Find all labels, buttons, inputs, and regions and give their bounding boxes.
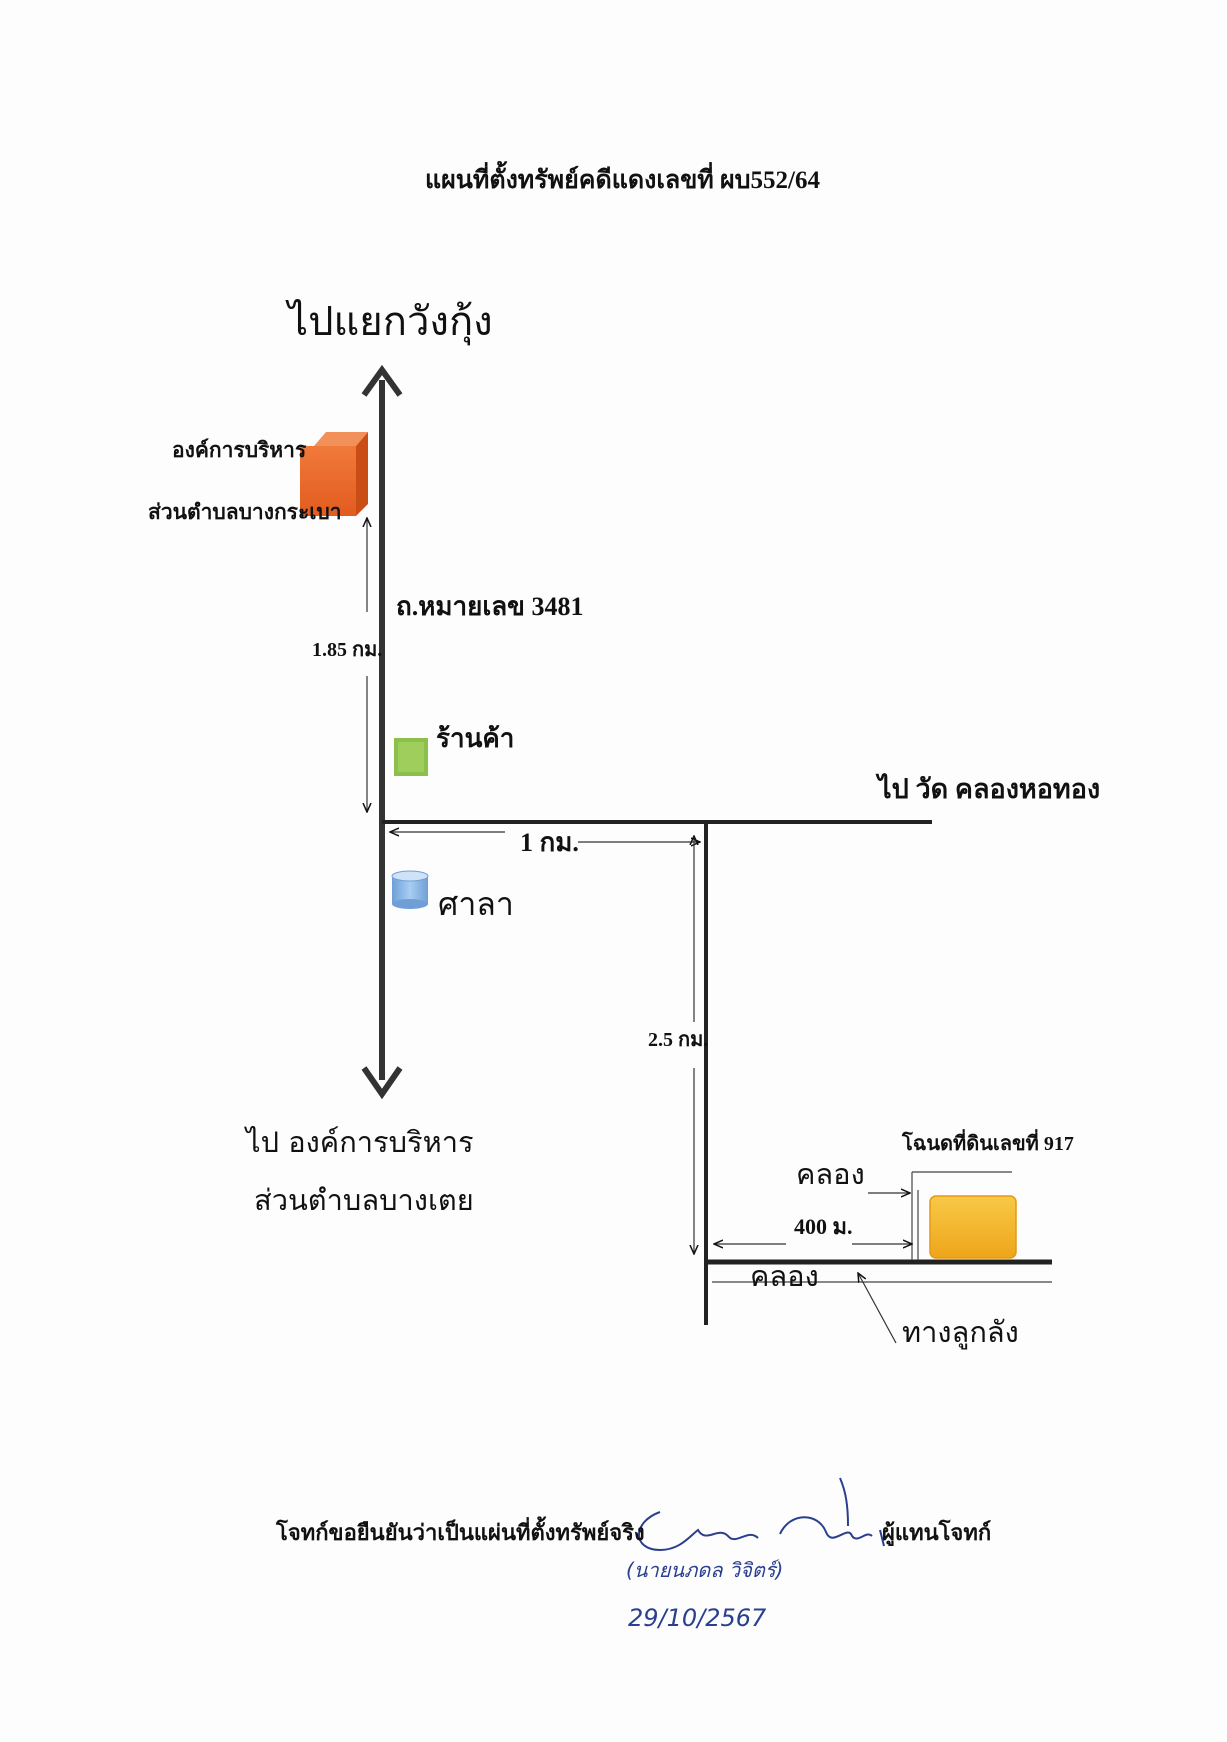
orange-cube-icon bbox=[300, 432, 368, 516]
label-sao-line1: องค์การบริหาร bbox=[172, 438, 307, 462]
label-road-name: ถ.หมายเลข 3481 bbox=[396, 592, 584, 621]
map-title: แผนที่ตั้งทรัพย์คดีแดงเลขที่ ผบ552/64 bbox=[425, 167, 820, 194]
label-sala: ศาลา bbox=[438, 885, 514, 923]
confirm-statement: โจทก์ขอยืนยันว่าเป็นแผ่นที่ตั้งทรัพย์จริ… bbox=[276, 1520, 645, 1545]
label-dist-1km: 1 กม. bbox=[520, 828, 579, 857]
label-to-wat: ไป วัด คลองหอทอง bbox=[878, 774, 1101, 804]
label-shop: ร้านค้า bbox=[436, 724, 515, 753]
yellow-plot-icon bbox=[929, 1195, 1017, 1259]
label-dist-400m: 400 ม. bbox=[794, 1214, 853, 1239]
label-canal-upper: คลอง bbox=[796, 1157, 865, 1191]
label-to-sao-bangtoei-line2: ส่วนตำบลบางเตย bbox=[254, 1183, 474, 1217]
signature-scribble bbox=[638, 1477, 885, 1552]
signature-name: (นายนภดล วิจิตร์) bbox=[626, 1558, 784, 1582]
label-dist-1-85km: 1.85 กม. bbox=[312, 639, 383, 661]
plaintiff-representative: ผู้แทนโจทก์ bbox=[882, 1520, 992, 1545]
label-laterite-road: ทางลูกลัง bbox=[902, 1315, 1019, 1349]
label-canal-lower: คลอง bbox=[750, 1259, 819, 1293]
arrow-up-icon bbox=[361, 364, 403, 397]
blue-cylinder-icon bbox=[391, 870, 429, 909]
arrow-down-icon bbox=[361, 1066, 403, 1100]
label-to-sao-bangtoei-line1: ไป องค์การบริหาร bbox=[246, 1125, 474, 1159]
laterite-pointer bbox=[858, 1273, 897, 1344]
signature-date: 29/10/2567 bbox=[628, 1604, 767, 1632]
green-square-icon bbox=[394, 738, 428, 776]
label-to-wang-kung: ไปแยกวังกุ้ง bbox=[288, 299, 493, 345]
label-dist-2-5km: 2.5 กม. bbox=[648, 1029, 709, 1051]
dimension-1km bbox=[390, 832, 700, 842]
main-road-3481 bbox=[361, 364, 403, 1100]
label-sao-line2: ส่วนตำบลบางกระเบา bbox=[148, 500, 342, 524]
label-deed: โฉนดที่ดินเลขที่ 917 bbox=[902, 1133, 1074, 1155]
